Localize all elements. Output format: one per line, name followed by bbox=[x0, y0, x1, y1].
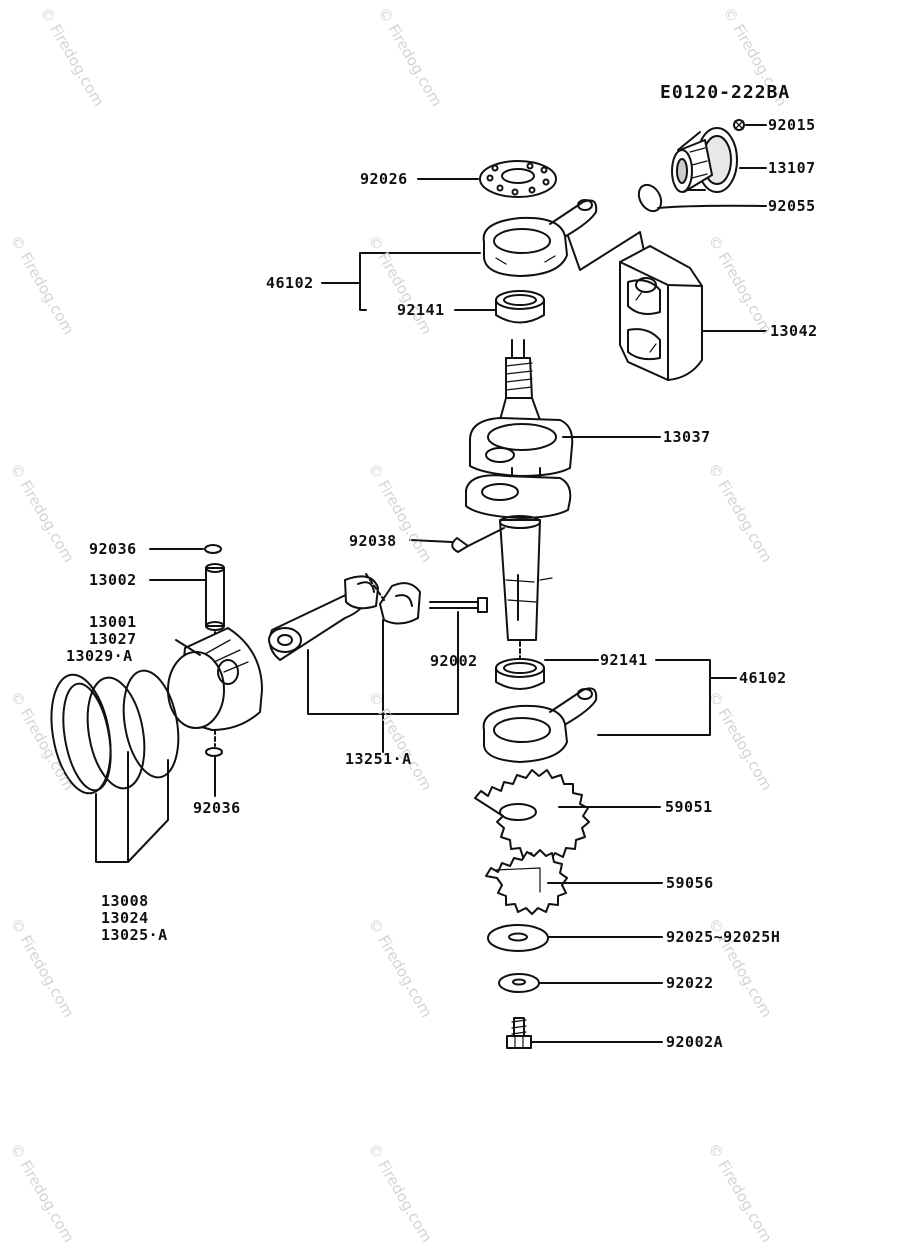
part-label-92036-top: 92036 bbox=[89, 540, 137, 558]
part-label-92002A: 92002A bbox=[666, 1033, 724, 1051]
needle-bearing-92026 bbox=[479, 160, 557, 198]
part-label-13002: 13002 bbox=[89, 571, 137, 589]
part-label-13008: 13008 bbox=[101, 892, 149, 910]
part-label-92055: 92055 bbox=[768, 197, 816, 215]
circlip-92036-bottom bbox=[205, 747, 223, 757]
bearing-92141-bottom bbox=[495, 658, 545, 690]
part-label-13107: 13107 bbox=[768, 159, 816, 177]
part-label-92025: 92025~92025H bbox=[666, 928, 781, 946]
bolt-92015 bbox=[733, 119, 745, 131]
flange-bearing-13107 bbox=[671, 127, 738, 193]
crankcase-block-13042 bbox=[619, 245, 703, 381]
part-label-59051: 59051 bbox=[665, 798, 713, 816]
part-label-13251A: 13251·A bbox=[345, 750, 412, 768]
part-label-13029A: 13029·A bbox=[66, 647, 133, 665]
piston-rings-13008 bbox=[50, 669, 180, 795]
gear-59051 bbox=[474, 769, 590, 862]
part-label-13037: 13037 bbox=[663, 428, 711, 446]
woodruff-key-92038 bbox=[451, 537, 469, 553]
circlip-92036-top bbox=[204, 544, 222, 554]
bolt-92002A bbox=[506, 1017, 532, 1049]
piston-pin-13002 bbox=[205, 563, 225, 631]
part-label-92141-top: 92141 bbox=[397, 301, 445, 319]
part-label-92022: 92022 bbox=[666, 974, 714, 992]
part-label-13042: 13042 bbox=[770, 322, 818, 340]
part-label-92038: 92038 bbox=[349, 532, 397, 550]
bearing-92141-top bbox=[495, 290, 545, 324]
part-label-92015: 92015 bbox=[768, 116, 816, 134]
washer-92022 bbox=[498, 973, 540, 993]
connecting-rod-46102-bottom bbox=[482, 687, 598, 763]
gear-59056 bbox=[485, 849, 568, 915]
crankshaft-13037 bbox=[465, 339, 574, 641]
parts-diagram bbox=[50, 119, 767, 1049]
part-label-13025A: 13025·A bbox=[101, 926, 168, 944]
part-label-46102-top: 46102 bbox=[266, 274, 314, 292]
drawing-code: E0120-222BA bbox=[660, 82, 791, 103]
part-label-92002: 92002 bbox=[430, 652, 478, 670]
part-label-92141-bottom: 92141 bbox=[600, 651, 648, 669]
part-label-13001: 13001 bbox=[89, 613, 137, 631]
part-label-46102-bottom: 46102 bbox=[739, 669, 787, 687]
piston-13001 bbox=[167, 627, 263, 731]
rod-cap-13251A bbox=[379, 582, 421, 625]
connecting-rod-13251A bbox=[268, 575, 379, 661]
part-label-13024: 13024 bbox=[101, 909, 149, 927]
part-label-59056: 59056 bbox=[666, 874, 714, 892]
part-label-92026: 92026 bbox=[360, 170, 408, 188]
o-ring-92055 bbox=[637, 183, 663, 213]
part-label-92036-bottom: 92036 bbox=[193, 799, 241, 817]
connecting-rod-46102-top bbox=[482, 199, 598, 277]
bolt-92002 bbox=[365, 573, 488, 613]
washer-92025 bbox=[487, 924, 549, 952]
part-label-13027: 13027 bbox=[89, 630, 137, 648]
